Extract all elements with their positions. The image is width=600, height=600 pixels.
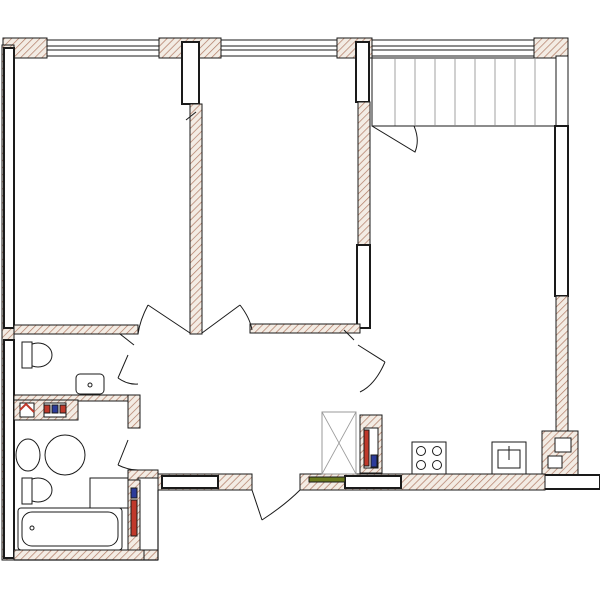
outer-boundary [13, 57, 159, 561]
washing-machine-icon [89, 477, 129, 509]
toilet-icon-2 [15, 438, 41, 472]
bathroom-fixtures [15, 341, 129, 551]
pier-top-right [533, 37, 569, 59]
balcony-threshold [308, 476, 346, 483]
utility-risers [13, 399, 383, 551]
loggia [371, 55, 569, 153]
window-top-loggia [371, 39, 535, 57]
top-exterior-wall [2, 37, 569, 59]
left-exterior-wall [1, 44, 15, 561]
door-kitchen [357, 344, 386, 393]
corridor-walls [13, 323, 546, 561]
right-exterior-wall [541, 125, 600, 490]
kitchen-appliances [321, 411, 527, 475]
stove-icon [411, 441, 447, 475]
door-toilet [117, 439, 139, 471]
door-entrance [251, 489, 301, 521]
window-left-bath [3, 339, 15, 559]
window-left-room1 [3, 47, 15, 329]
door-swings [117, 304, 386, 521]
entry-window-frame [161, 475, 219, 489]
window-top-room1 [46, 39, 160, 57]
door-bathroom [117, 354, 139, 385]
window-top-room2 [220, 39, 338, 57]
loggia-door-swing [371, 125, 418, 153]
door-room2 [201, 304, 253, 334]
partition-room2-kitchen [355, 41, 371, 329]
partition-room1-room2 [181, 41, 203, 335]
round-table-icon [44, 434, 86, 476]
door-room1 [137, 304, 191, 335]
